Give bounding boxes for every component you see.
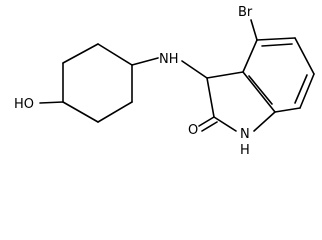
cyclohexane-ring	[62, 43, 133, 123]
ring-nitrogen-label: N	[240, 127, 250, 142]
bromine-label: Br	[238, 5, 253, 20]
benzene-ring	[242, 37, 315, 113]
hydroxyl-bond	[39, 101, 64, 104]
bond-n1-c7a	[253, 111, 276, 132]
bond-c4-c5	[62, 101, 99, 123]
chemical-structure-diagram: Br NH HO O N H	[14, 5, 315, 158]
cyclohexyl-amine-bond	[131, 57, 159, 66]
bond-c1-c2	[97, 43, 133, 66]
bond-c2-c3	[62, 43, 99, 64]
bond-c5-c6	[97, 101, 133, 123]
lactam-ring	[206, 71, 276, 132]
bond-c2-n1	[213, 116, 237, 132]
ring-nitrogen-hydrogen-label: H	[240, 143, 250, 158]
bromine-bond	[250, 19, 258, 41]
bond-c3a-c4	[242, 39, 258, 73]
bond-c4-c5-inner	[261, 43, 293, 47]
carbonyl-oxygen-label: O	[188, 123, 198, 138]
bond-c7a-c3a	[242, 71, 276, 113]
bond-c7a-c3a-inner	[248, 75, 273, 105]
bond-c3-c2	[206, 77, 215, 118]
bond-c6-c7	[299, 73, 315, 109]
amine-nh-label: NH	[159, 52, 179, 67]
amine-c3-bond	[181, 60, 208, 79]
carbonyl-double-bond	[198, 116, 218, 132]
bond-c5-c6	[294, 37, 315, 75]
bond-c6-c7-inner	[294, 74, 308, 104]
bond-c3-c3a	[206, 71, 244, 79]
bond-c7-c7a	[274, 107, 301, 113]
bond-c4-c5	[256, 37, 296, 41]
hydroxyl-label: HO	[14, 97, 34, 112]
